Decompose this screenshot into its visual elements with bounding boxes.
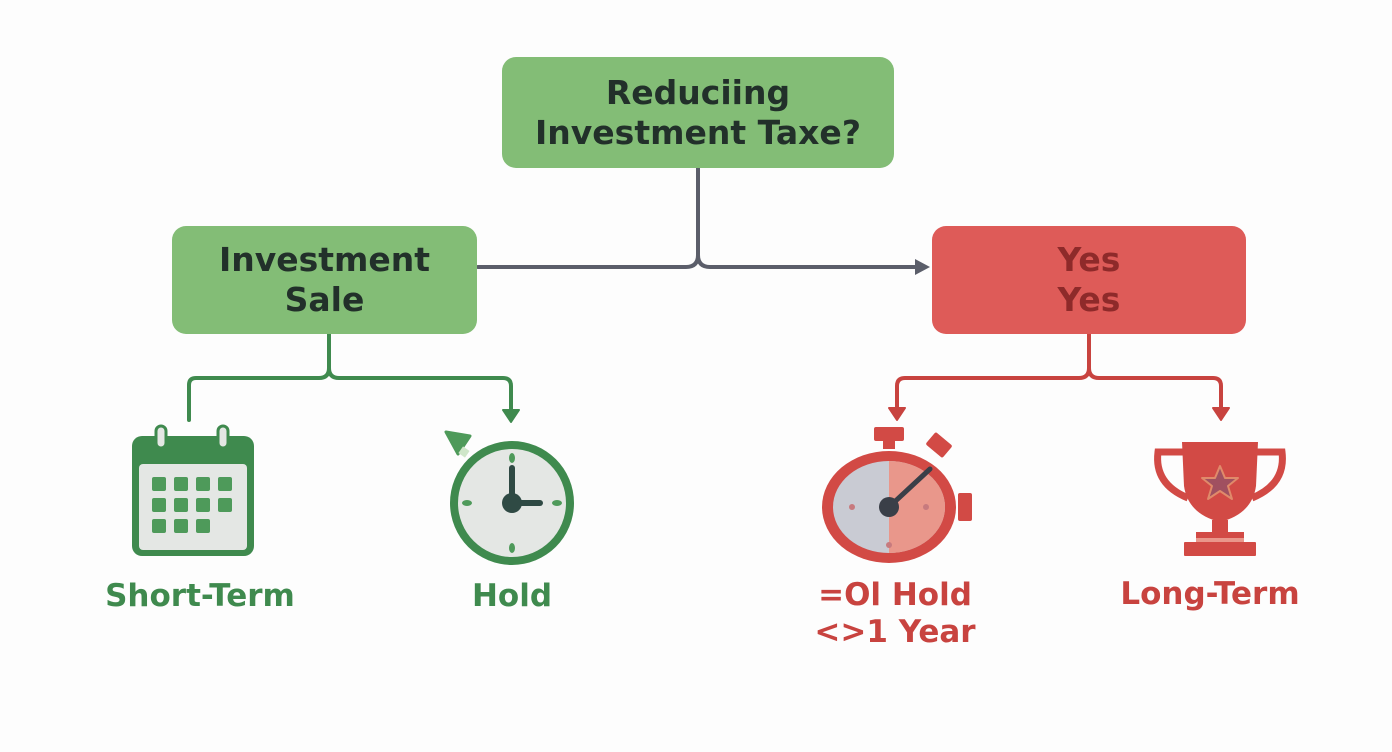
long-term-label: Long-Term <box>1100 576 1320 613</box>
short-term-label: Short-Term <box>80 578 320 615</box>
right-node-line-1: Yes <box>1057 240 1121 280</box>
hold-line-2: <>1 Year <box>814 614 976 651</box>
left-branch-connector <box>187 332 520 423</box>
calendar-icon <box>132 424 254 556</box>
left-node-line-2: Sale <box>284 280 365 319</box>
hold-label: Hold <box>432 578 592 615</box>
root-question-node: Reduciing Investment Taxe? <box>502 57 894 168</box>
clock-icon <box>444 430 574 565</box>
investment-sale-node: Investment Sale <box>172 226 477 334</box>
left-node-line-1: Investment <box>218 240 431 280</box>
trophy-icon <box>1154 442 1286 556</box>
hold-line-1: =Ol Hold <box>818 577 972 613</box>
yes-node: Yes Yes <box>932 226 1246 334</box>
right-branch-connector <box>888 332 1230 421</box>
long-term-text: Long-Term <box>1120 576 1300 612</box>
hold-one-year-label: =Ol Hold <>1 Year <box>790 577 1000 651</box>
stopwatch-icon <box>822 427 972 563</box>
root-line-2: Investment Taxe? <box>535 112 861 152</box>
root-connector <box>476 166 930 275</box>
right-node-line-2: Yes <box>1057 280 1121 319</box>
short-term-text: Short-Term <box>105 578 295 614</box>
root-line-1: Reduciing <box>605 72 791 112</box>
hold-text: Hold <box>471 578 553 614</box>
